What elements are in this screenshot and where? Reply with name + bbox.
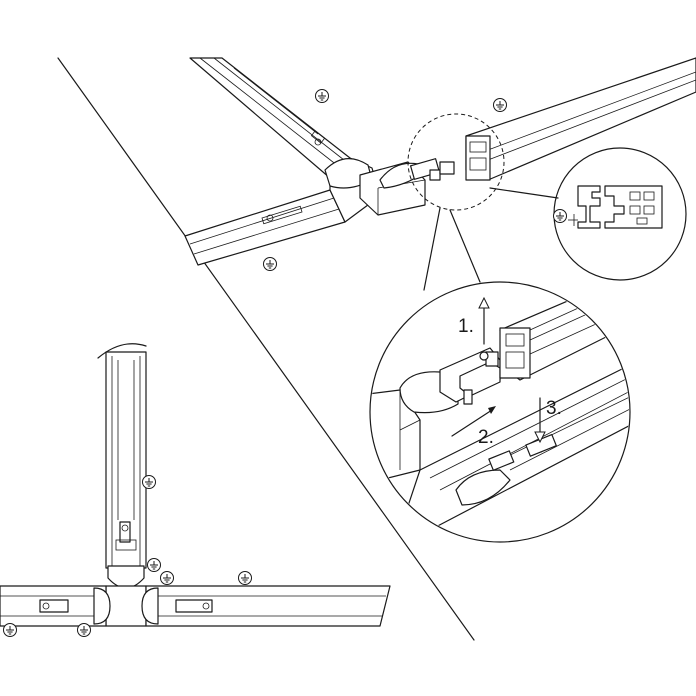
track-profile	[577, 185, 601, 229]
right-track	[465, 57, 696, 181]
t-center-block	[105, 585, 147, 627]
ground-symbol-icon	[3, 623, 17, 637]
ground-symbol-icon	[263, 257, 277, 271]
ground-symbol-icon	[493, 98, 507, 112]
detail-lower-cap	[455, 469, 511, 506]
ground-symbol-icon	[238, 571, 252, 585]
t-joint-assembly	[0, 343, 391, 627]
ground-symbol-icon	[160, 571, 174, 585]
vertical-cap	[107, 565, 145, 589]
ground-symbol-icon	[147, 558, 161, 572]
top-assembly	[184, 57, 696, 291]
step2-label: 2.	[478, 427, 494, 448]
diagonal-track	[189, 57, 351, 179]
lower-track	[184, 189, 346, 266]
zoom-detail: 1. 2. 3.	[369, 281, 631, 543]
zoom-circle	[407, 113, 505, 211]
step2-arrow	[451, 409, 493, 437]
detail-circle	[369, 281, 631, 543]
left-cap	[93, 587, 111, 625]
ground-symbol-icon	[315, 89, 329, 103]
ground-symbol-icon	[553, 209, 567, 223]
divider-line	[57, 57, 475, 641]
step3-label: 3.	[546, 398, 562, 419]
profile-detail	[489, 147, 687, 281]
step1-label: 1.	[458, 316, 474, 337]
right-cap	[141, 587, 159, 625]
ground-symbol-icon	[142, 475, 156, 489]
ground-symbol-icon	[77, 623, 91, 637]
